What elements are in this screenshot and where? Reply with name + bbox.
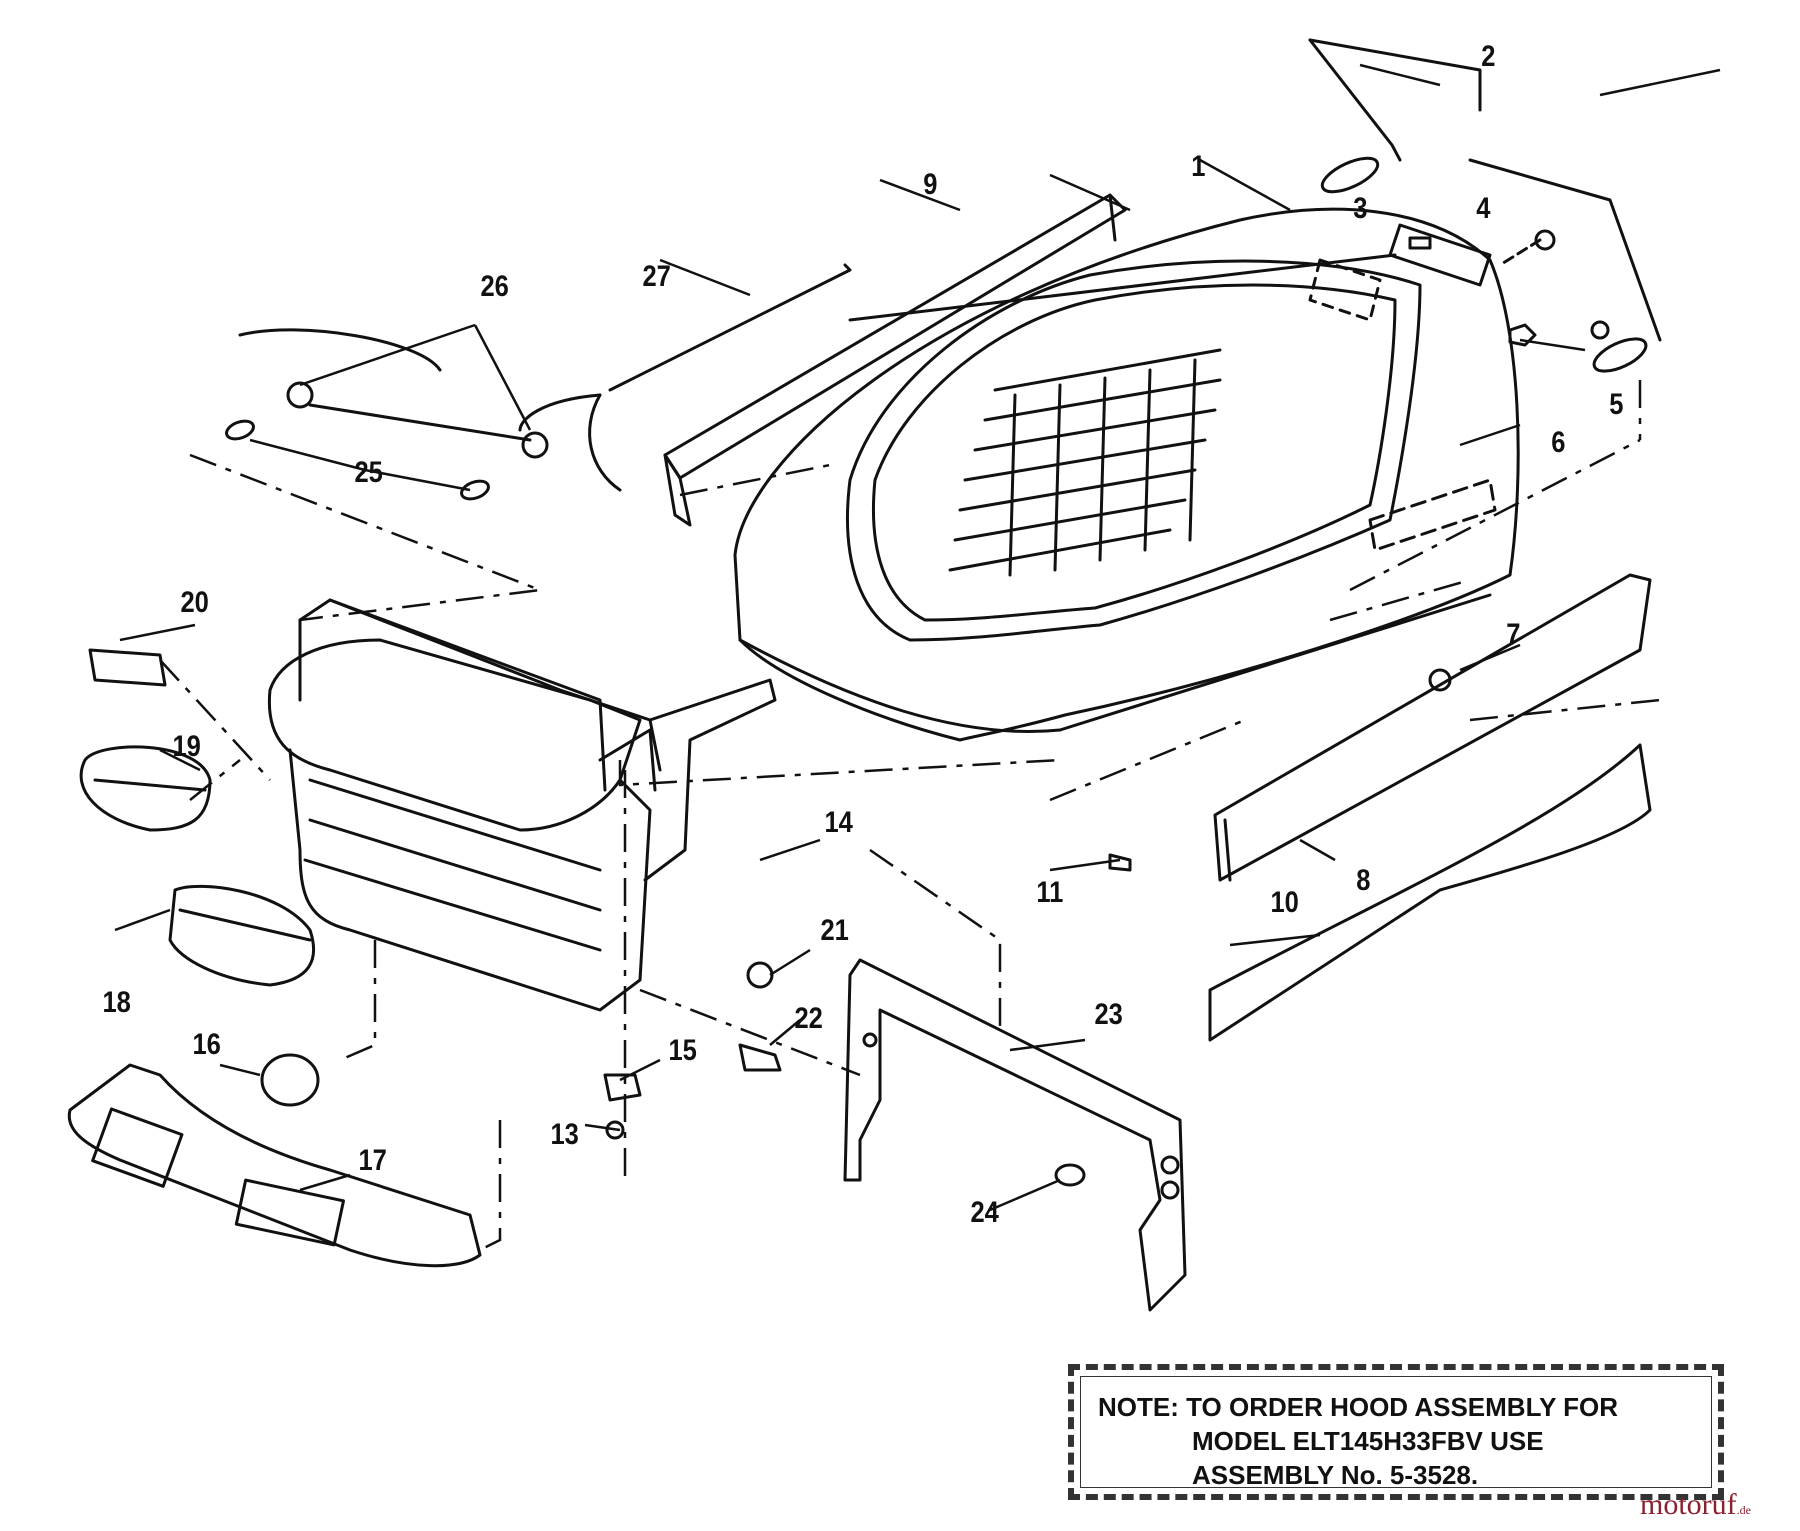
label-part-13: 13 [550, 1118, 579, 1151]
side-panel-part-9 [663, 193, 1127, 527]
label-part-3: 3 [1353, 192, 1368, 225]
decal-part-6 [1368, 478, 1497, 552]
watermark-main: motoruf [1640, 1488, 1737, 1521]
label-part-24: 24 [970, 1196, 999, 1229]
label-part-22: 22 [794, 1002, 823, 1035]
label-part-19: 19 [172, 730, 201, 763]
harness-part-27 [518, 263, 852, 492]
label-part-20: 20 [180, 586, 209, 619]
lens-part-20 [88, 648, 167, 687]
label-part-8: 8 [1356, 864, 1371, 897]
bulb-part-25 [225, 419, 490, 501]
bracket-part-23[interactable] [843, 958, 1187, 1312]
label-part-5: 5 [1609, 388, 1624, 421]
label-part-9: 9 [923, 168, 938, 201]
label-part-1: 1 [1191, 150, 1206, 183]
side-panel-part-8[interactable] [1213, 573, 1652, 882]
headlight-part-18 [168, 884, 316, 987]
label-part-23: 23 [1094, 998, 1123, 1031]
bolt-part-22 [738, 1043, 782, 1072]
nut-part-5 [1508, 320, 1610, 347]
label-part-2: 2 [1481, 40, 1496, 73]
leader-lines [114, 63, 1721, 1212]
side-panel-part-10[interactable] [1208, 743, 1652, 1042]
label-part-4: 4 [1476, 192, 1491, 225]
screw-part-7 [1428, 668, 1452, 692]
hood-part-1[interactable] [733, 207, 1520, 742]
screw-part-11 [1108, 853, 1132, 872]
washer-part-24 [1054, 1163, 1086, 1187]
screw-part-13 [605, 1120, 625, 1140]
cap-part-16 [260, 1053, 320, 1107]
assembly-lines [159, 380, 1661, 1252]
label-part-14: 14 [824, 806, 853, 839]
note-line-2: MODEL ELT145H33FBV USE [1192, 1426, 1544, 1456]
bumper-part-17[interactable] [67, 1063, 482, 1268]
label-part-11: 11 [1036, 876, 1064, 909]
label-part-16: 16 [192, 1028, 221, 1061]
label-part-15: 15 [668, 1034, 697, 1067]
label-part-10: 10 [1270, 886, 1299, 919]
note-line-3: ASSEMBLY No. 5-3528. [1192, 1460, 1479, 1490]
hood-rod-part-2 [1308, 38, 1662, 373]
grille-housing-part-14[interactable] [267, 598, 777, 1012]
headlight-part-19 [79, 745, 212, 832]
label-part-6: 6 [1551, 426, 1566, 459]
label-part-17: 17 [358, 1144, 387, 1177]
screw-part-4 [1498, 229, 1556, 267]
label-part-18: 18 [102, 986, 131, 1019]
clip-part-15 [603, 1073, 642, 1102]
label-part-27: 27 [642, 260, 671, 293]
label-part-7: 7 [1506, 618, 1521, 651]
socket-part-26 [238, 328, 549, 459]
label-part-21: 21 [820, 914, 849, 947]
note-inner-border [1080, 1376, 1712, 1488]
note-line-1: NOTE: TO ORDER HOOD ASSEMBLY FOR [1098, 1392, 1619, 1422]
assembly-note-box: NOTE: TO ORDER HOOD ASSEMBLY FOR MODEL E… [1068, 1364, 1724, 1500]
label-part-26: 26 [480, 270, 509, 303]
watermark-logo: motoruf.de [1640, 1488, 1751, 1522]
latch-plate-part-3 [1308, 223, 1492, 322]
watermark-suffix: .de [1736, 1503, 1751, 1517]
label-part-25: 25 [354, 456, 383, 489]
screw-part-21 [746, 961, 774, 989]
